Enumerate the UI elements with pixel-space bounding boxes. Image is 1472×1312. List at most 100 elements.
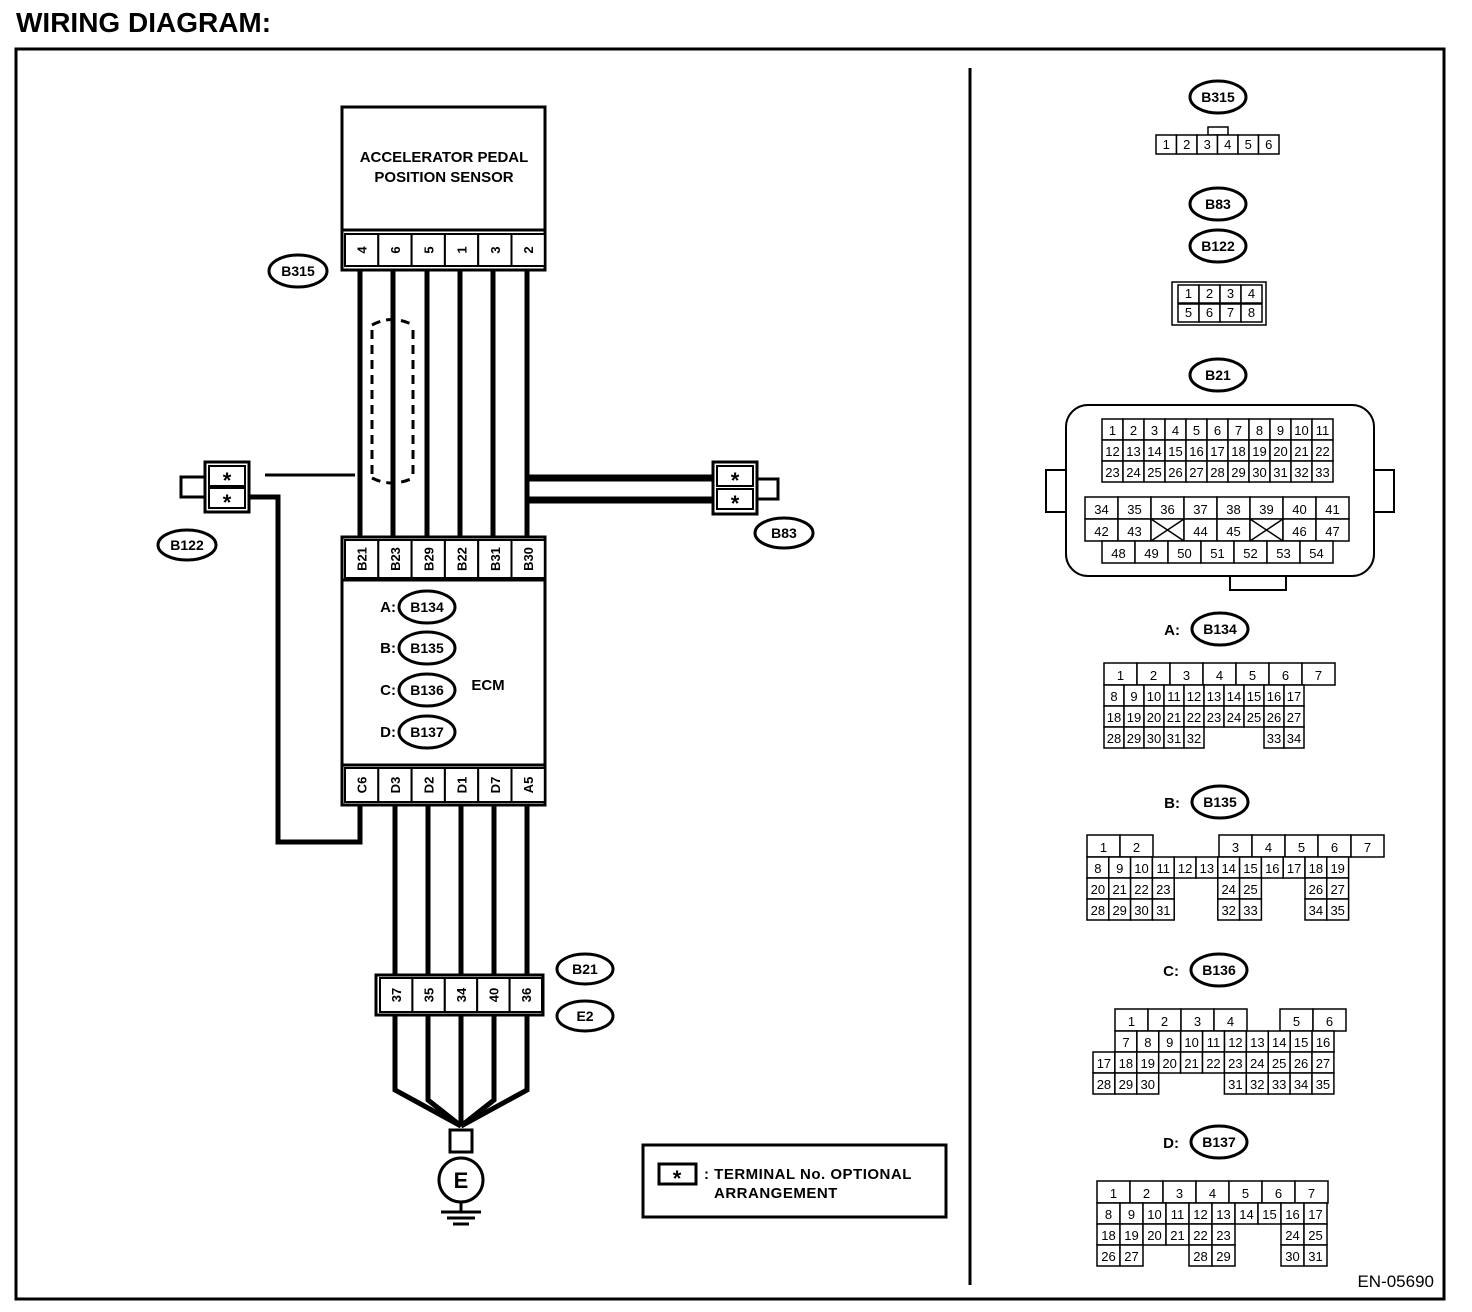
face-cell-number: 3 <box>1232 840 1239 855</box>
sensor-pin-cell-6 <box>510 233 546 267</box>
b122-mark-2: * <box>223 490 232 515</box>
ecm-connector-prefix: A: <box>380 599 396 616</box>
face-cell-number: 25 <box>1243 882 1257 897</box>
ecm-to-joint-wires <box>392 805 530 975</box>
face-cell-number: 12 <box>1193 1207 1207 1222</box>
face-cell-number: 20 <box>1162 1056 1176 1071</box>
joint-label-2-text: E2 <box>576 1008 593 1024</box>
sensor-body <box>340 105 547 232</box>
ecm-bottom-pin-pin-label: D3 <box>388 777 403 794</box>
b315-connector-label: B315 <box>267 253 329 289</box>
sensor-pin-cell-5 <box>477 233 513 267</box>
face-cell-cross <box>1150 518 1185 542</box>
ecm-bottom-pin-cell-3 <box>410 767 446 803</box>
legend-line-2: ARRANGEMENT <box>714 1185 838 1202</box>
face-cell-number: 12 <box>1105 444 1119 459</box>
face-cell-number: 15 <box>1247 689 1261 704</box>
face-cell-number: 6 <box>1326 1014 1333 1029</box>
face-cell-number: 4 <box>1209 1186 1216 1201</box>
face-cell-number: 11 <box>1171 1207 1185 1222</box>
face-cell <box>1136 1072 1160 1095</box>
face-cell-number: 14 <box>1221 861 1235 876</box>
face-cell-number: 2 <box>1206 286 1213 301</box>
face-cell-number: 17 <box>1308 1207 1322 1222</box>
face-cell-number: 8 <box>1105 1207 1112 1222</box>
face-cell-number: 13 <box>1216 1207 1230 1222</box>
face-cell-number: 24 <box>1227 710 1241 725</box>
face-cell-number: 8 <box>1094 861 1101 876</box>
face-cell-number: 13 <box>1200 861 1214 876</box>
face-cell-number: 18 <box>1119 1056 1133 1071</box>
face-cell-number: 10 <box>1147 1207 1161 1222</box>
face-cell-number: 8 <box>1256 423 1263 438</box>
ecm-top-pin-cell-6 <box>510 539 546 579</box>
face-cell-number: 31 <box>1228 1077 1242 1092</box>
face-cell-number: 27 <box>1316 1056 1330 1071</box>
joint-label-1-text: B21 <box>572 961 598 977</box>
face-cell-number: 9 <box>1130 689 1137 704</box>
sensor-pin-pin-label: 4 <box>355 246 370 254</box>
face-cell-number: 1 <box>1163 137 1170 152</box>
face-cell <box>1183 726 1205 749</box>
face-cell-number: 7 <box>1364 840 1371 855</box>
face-label-id: B137 <box>1202 1134 1236 1150</box>
face-cell-number: 26 <box>1309 882 1323 897</box>
face-label-ellipse <box>1188 357 1248 393</box>
b315-face-key <box>1207 126 1229 136</box>
joint-pin-cell-2 <box>411 977 446 1013</box>
joint-label-1-ellipse <box>555 952 615 986</box>
face-cell-number: 7 <box>1122 1035 1129 1050</box>
face-cell-number: 15 <box>1262 1207 1276 1222</box>
face-cell-number: 25 <box>1272 1056 1286 1071</box>
face-cell-number: 10 <box>1294 423 1308 438</box>
face-cell-number: 35 <box>1316 1077 1330 1092</box>
face-cell <box>1240 303 1263 323</box>
face-cell-number: 18 <box>1101 1228 1115 1243</box>
face-cell-number: 28 <box>1091 903 1105 918</box>
face-cell-number: 6 <box>1206 305 1213 320</box>
face-label-prefix: B: <box>1164 795 1180 812</box>
face-cell <box>1211 1244 1236 1267</box>
face-cell-number: 32 <box>1250 1077 1264 1092</box>
face-cell-number: 27 <box>1330 882 1344 897</box>
b83-connector: * * B83 <box>527 460 815 550</box>
face-cell-number: 25 <box>1147 465 1161 480</box>
b83-cell-2 <box>716 488 754 510</box>
face-label-id: B135 <box>1203 794 1237 810</box>
face-cell-number: 20 <box>1147 710 1161 725</box>
face-cell-number: 53 <box>1276 546 1290 561</box>
face-label-ellipse <box>1188 186 1248 222</box>
sensor-pin-cell-3 <box>410 233 446 267</box>
face-cell <box>1303 1244 1328 1267</box>
legend-line-1: : TERMINAL No. OPTIONAL <box>704 1166 912 1183</box>
face-cell-number: 9 <box>1116 861 1123 876</box>
sensor-pin-pin-label: 3 <box>488 246 503 253</box>
face-cell-number: 22 <box>1315 444 1329 459</box>
face-cell-number: 39 <box>1259 502 1273 517</box>
face-cell-number: 38 <box>1226 502 1240 517</box>
face-cell-number: 4 <box>1224 137 1231 152</box>
ecm-connector-prefix: D: <box>380 724 396 741</box>
face-cell-number: 45 <box>1226 524 1240 539</box>
face-label-id: B315 <box>1201 89 1235 105</box>
face-cell-number: 16 <box>1265 861 1279 876</box>
face-cell-number: 2 <box>1143 1186 1150 1201</box>
face-cell-number: 8 <box>1110 689 1117 704</box>
ecm-connector-id: B135 <box>410 640 444 656</box>
ecm-connector-prefix: C: <box>380 682 396 699</box>
ecm-unit: ECM <box>340 535 547 807</box>
face-cell-number: 2 <box>1150 668 1157 683</box>
face-cell-number: 34 <box>1287 731 1301 746</box>
legend-symbol: * <box>673 1166 682 1191</box>
face-cell-number: 5 <box>1242 1186 1249 1201</box>
face-cell <box>1119 1244 1144 1267</box>
ecm-label: ECM <box>471 677 504 694</box>
face-cell-number: 6 <box>1265 137 1272 152</box>
face-cell-number: 22 <box>1187 710 1201 725</box>
face-cell-number: 30 <box>1141 1077 1155 1092</box>
face-cell <box>1350 834 1385 858</box>
face-cell-number: 20 <box>1091 882 1105 897</box>
